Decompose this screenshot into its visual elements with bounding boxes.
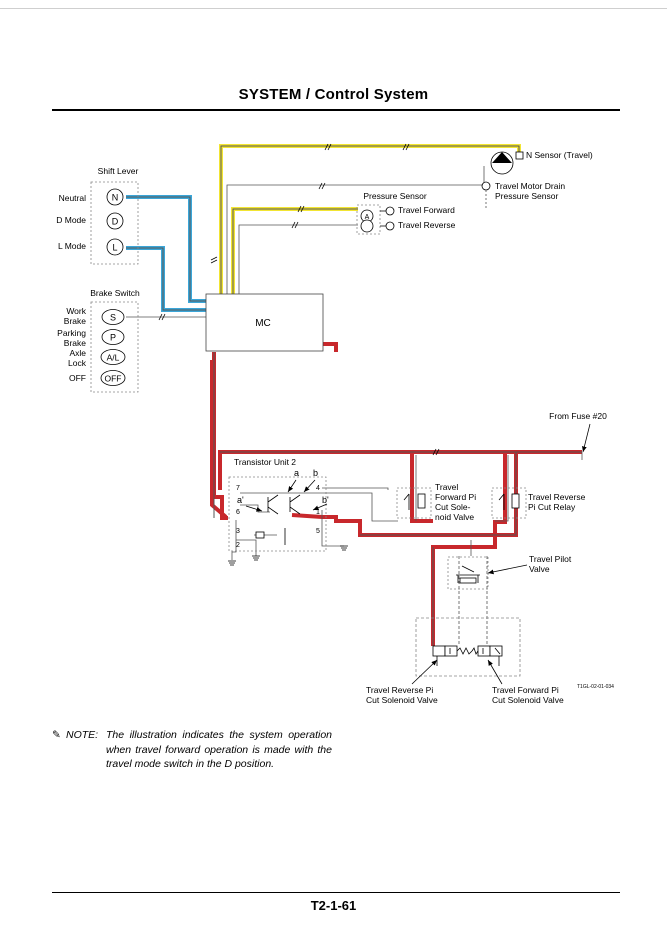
svg-text:A: A [365,214,370,221]
svg-text:Travel: Travel [435,482,458,492]
shift-lever-label: Shift Lever [98,166,139,176]
page-title: SYSTEM / Control System [238,86,429,103]
svg-text:Work: Work [66,306,86,316]
svg-text:Axle: Axle [69,348,86,358]
svg-text:Travel Reverse Pi: Travel Reverse Pi [366,685,433,695]
title-rule [52,109,620,111]
signal-wires [126,166,583,646]
shift-lever: Shift Lever Neutral N D Mode D L Mode L [56,166,139,265]
svg-text:Travel Forward Pi: Travel Forward Pi [492,685,559,695]
svg-text:Forward Pi: Forward Pi [435,492,476,502]
svg-text:Pressure Sensor: Pressure Sensor [363,191,426,201]
svg-text:L: L [112,243,117,253]
pi-cut-solenoid-valves: Travel Reverse Pi Cut Solenoid Valve Tra… [366,617,614,705]
svg-text:Travel Reverse: Travel Reverse [528,492,586,502]
reverse-pi-cut-relay: Travel Reverse Pi Cut Relay [491,487,586,519]
svg-text:b': b' [322,495,329,505]
svg-text:Travel Reverse: Travel Reverse [398,220,456,230]
shift-position-l-mode: L Mode L [58,238,124,256]
svg-text:Pressure Sensor: Pressure Sensor [495,191,558,201]
svg-text:OFF: OFF [69,373,86,383]
mc-box: MC [205,293,324,352]
svg-text:Cut Solenoid Valve: Cut Solenoid Valve [492,695,564,705]
svg-text:MC: MC [255,318,271,329]
svg-text:Lock: Lock [68,358,87,368]
travel-pilot-valve: Travel Pilot Valve [447,554,572,590]
svg-text:N Sensor (Travel): N Sensor (Travel) [526,150,593,160]
svg-text:Cut Sole-: Cut Sole- [435,502,471,512]
page-number: T2-1-61 [310,898,357,913]
figure-code: T1GL-02-01-034 [577,684,614,690]
bottom-rule [52,892,620,893]
n-sensor: N Sensor (Travel) [490,150,593,175]
brake-switch: Brake Switch Work Brake S Parking Brake … [57,288,140,393]
yellow-pressure-line [231,207,358,296]
svg-text:a': a' [237,495,244,505]
brake-position-axle-lock: Axle Lock A/L [68,348,126,368]
fuse-label-group: From Fuse #20 [549,411,607,453]
shift-position-neutral: Neutral N [59,188,124,206]
transistor-unit: Transistor Unit 2 7 6 3 2 4 1 5 a b a' b… [228,457,348,566]
svg-text:L Mode: L Mode [58,241,86,251]
svg-text:Travel Forward: Travel Forward [398,205,455,215]
shift-position-d-mode: D Mode D [56,212,124,230]
svg-text:Brake: Brake [64,316,86,326]
pressure-sensor-group: Pressure Sensor A Travel Forward Travel … [356,191,456,235]
svg-text:noid Valve: noid Valve [435,512,474,522]
brake-position-work-brake: Work Brake S [64,306,125,326]
svg-text:Cut Solenoid Valve: Cut Solenoid Valve [366,695,438,705]
svg-text:1: 1 [316,509,320,516]
svg-text:2: 2 [236,542,240,549]
svg-text:7: 7 [236,485,240,492]
brake-position-parking-brake: Parking Brake P [57,328,125,348]
svg-text:Pi Cut Relay: Pi Cut Relay [528,502,576,512]
note-block: ✎NOTE: The illustration indicates the sy… [52,728,332,772]
svg-text:Parking: Parking [57,328,86,338]
svg-text:Travel Pilot: Travel Pilot [529,554,572,564]
svg-text:Transistor Unit 2: Transistor Unit 2 [234,457,296,467]
svg-text:Brake: Brake [64,338,86,348]
note-text: The illustration indicates the system op… [106,729,332,770]
svg-text:4: 4 [316,485,320,492]
svg-text:From Fuse #20: From Fuse #20 [549,411,607,421]
svg-text:Travel Motor Drain: Travel Motor Drain [495,181,565,191]
top-border [0,8,667,9]
svg-text:Valve: Valve [529,564,550,574]
wire-break-marks [158,143,440,456]
svg-text:A/L: A/L [107,353,120,363]
svg-text:N: N [112,193,119,203]
svg-text:Neutral: Neutral [59,193,87,203]
svg-text:OFF: OFF [105,374,122,384]
svg-text:3: 3 [236,528,240,535]
svg-text:D Mode: D Mode [56,215,86,225]
svg-text:S: S [110,313,116,323]
brake-position-off: OFF OFF [69,370,126,386]
forward-pi-cut-relay: Travel Forward Pi Cut Sole- noid Valve [396,482,476,522]
svg-text:a: a [294,468,299,478]
svg-text:b: b [313,468,318,478]
svg-text:P: P [110,333,116,343]
brake-switch-label: Brake Switch [90,288,140,298]
travel-motor-drain-sensor: Travel Motor Drain Pressure Sensor [481,181,565,210]
svg-text:5: 5 [316,528,320,535]
pencil-icon: ✎ [52,729,61,741]
svg-text:D: D [112,217,119,227]
svg-text:6: 6 [236,509,240,516]
note-lead: ✎NOTE: [52,729,99,741]
